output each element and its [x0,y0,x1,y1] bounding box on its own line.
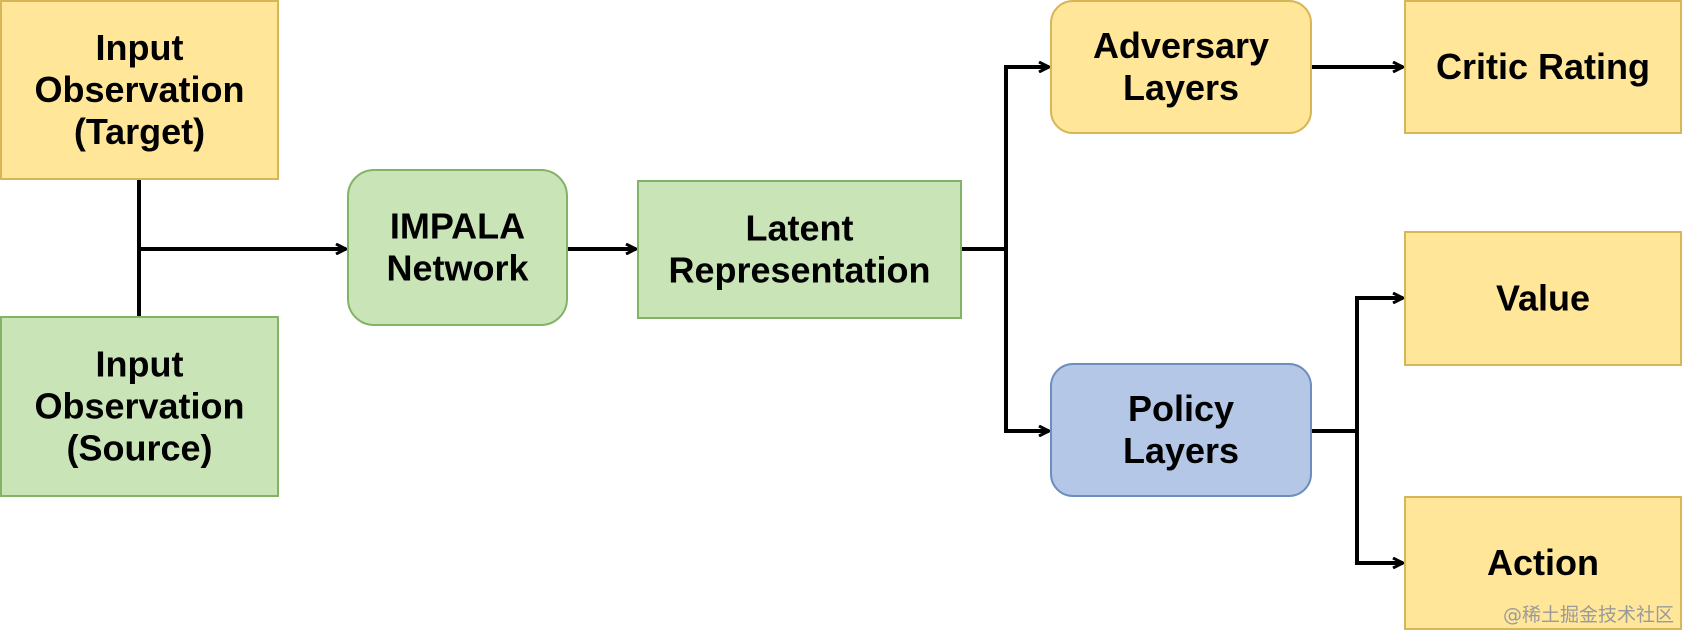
node-label-line: IMPALA [390,206,525,247]
node-label-line: Policy [1128,388,1234,429]
node-label: Value [1496,278,1590,319]
node-box [1404,496,1682,630]
edge-input-target-to-impala [137,179,346,249]
node-label-line: Observation [34,69,244,110]
node-box [1404,231,1682,366]
watermark: @稀土掘金技术社区 [1502,604,1674,626]
node-box [347,169,568,326]
edge-policy-to-value [1311,298,1403,433]
node-action: Action [1404,496,1682,630]
node-label-line: Critic Rating [1436,46,1650,87]
node-label-line: Layers [1123,430,1239,471]
node-label-line: Input [96,27,184,68]
node-label-line: Value [1496,278,1590,319]
node-label-line: Layers [1123,67,1239,108]
node-box [1404,0,1682,134]
node-label-line: Network [386,248,529,289]
edges [137,67,1403,563]
node-label-line: Adversary [1093,25,1269,66]
node-label-line: Latent [746,208,854,249]
node-label: Critic Rating [1436,46,1650,87]
node-label-line: (Target) [74,111,205,152]
node-label: Action [1487,542,1599,583]
node-label-line: Action [1487,542,1599,583]
node-box [0,0,279,180]
node-label-line: (Source) [66,428,212,469]
node-critic: Critic Rating [1404,0,1682,134]
edge-latent-to-adversary [961,67,1049,251]
node-box [1050,363,1312,497]
edge-latent-to-policy [1004,249,1049,431]
node-label-line: Representation [668,250,930,291]
node-label-line: Input [96,344,184,385]
node-value: Value [1404,231,1682,366]
node-label-line: Observation [34,386,244,427]
node-box [0,316,279,497]
node-box [637,180,962,319]
edge-policy-to-action [1355,431,1403,563]
node-box [1050,0,1312,134]
